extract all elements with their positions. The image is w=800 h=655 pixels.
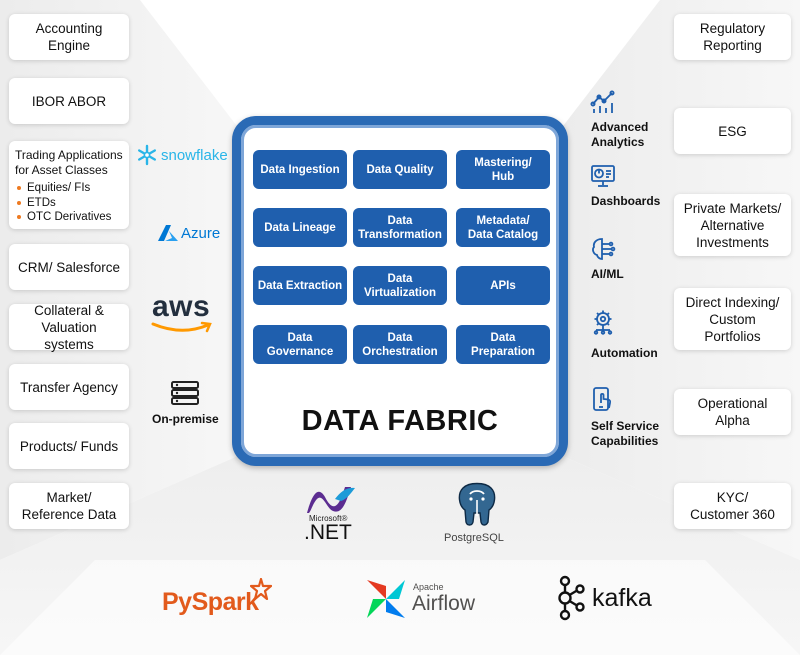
box-label: IBOR ABOR — [31, 93, 107, 109]
pyspark-logo: PySpark — [162, 578, 278, 618]
box-label: Operational Alpha — [697, 396, 768, 428]
kafka-text: kafka — [592, 584, 652, 612]
box-label: Products/ Funds — [19, 438, 119, 454]
azure-icon — [158, 225, 178, 241]
cap-data-virtualization: Data Virtualization — [353, 266, 447, 305]
box-market-reference-data: Market/ Reference Data — [9, 483, 129, 529]
airflow-top-text: Apache — [413, 582, 444, 592]
box-collateral-valuation: Collateral & Valuation systems — [9, 302, 129, 352]
elephant-icon — [458, 482, 496, 526]
box-label: Direct Indexing/ Custom Portfolios — [685, 294, 780, 344]
feature-advanced-analytics: Advanced Analytics — [591, 120, 649, 149]
onpremise-text: On-premise — [152, 412, 219, 426]
cap-metadata-catalog: Metadata/ Data Catalog — [456, 208, 550, 247]
cap-data-governance: Data Governance — [253, 325, 347, 364]
airflow-logo: Apache Airflow — [365, 576, 485, 622]
cap-data-preparation: Data Preparation — [456, 325, 550, 364]
cap-data-lineage: Data Lineage — [253, 208, 347, 247]
pyspark-text: PySpark — [162, 588, 259, 616]
aws-text: aws — [152, 290, 211, 323]
cap-data-orchestration: Data Orchestration — [353, 325, 447, 364]
feature-self-service: Self Service Capabilities — [591, 419, 660, 448]
cap-apis: APIs — [456, 266, 550, 305]
airflow-pinwheel-icon — [367, 580, 405, 618]
trading-item: OTC Derivatives — [15, 210, 111, 225]
onpremise-logo: On-premise — [148, 380, 222, 428]
box-label: Accounting Engine — [35, 21, 103, 53]
dotnet-logo: Microsoft® .NET — [300, 485, 362, 547]
feature-dashboards: Dashboards — [591, 194, 661, 208]
aws-smile-icon — [151, 321, 212, 333]
spark-star-icon — [250, 578, 272, 600]
brain-circuit-icon — [592, 238, 616, 260]
snowflake-logo: snowflake — [136, 143, 228, 167]
box-label: ESG — [718, 123, 747, 139]
cap-data-transformation: Data Transformation — [353, 208, 447, 247]
gear-automation-icon — [593, 310, 613, 335]
box-label: CRM/ Salesforce — [17, 259, 121, 275]
box-direct-indexing: Direct Indexing/ Custom Portfolios — [674, 288, 791, 350]
box-crm-salesforce: CRM/ Salesforce — [9, 244, 129, 290]
dotnet-wave-icon — [307, 487, 355, 513]
box-esg: ESG — [674, 108, 791, 154]
analytics-chart-icon — [590, 90, 615, 113]
azure-text: Azure — [181, 224, 221, 242]
box-trading-applications: Trading Applications for Asset Classes E… — [9, 141, 129, 229]
feature-ai-ml: AI/ML — [591, 267, 624, 281]
trading-item: Equities/ FIs — [15, 181, 111, 196]
airflow-text: Airflow — [412, 592, 476, 615]
snowflake-icon — [138, 144, 156, 166]
azure-logo: Azure — [158, 222, 220, 244]
dotnet-text: .NET — [304, 521, 352, 544]
box-operational-alpha: Operational Alpha — [674, 389, 791, 435]
box-kyc-customer-360: KYC/ Customer 360 — [674, 483, 791, 529]
box-label: Collateral & Valuation systems — [34, 302, 104, 352]
box-label: Market/ Reference Data — [21, 490, 117, 522]
box-ibor-abor: IBOR ABOR — [9, 78, 129, 124]
cap-data-ingestion: Data Ingestion — [253, 150, 347, 189]
mobile-touch-icon — [593, 387, 612, 411]
snowflake-text: snowflake — [161, 146, 228, 164]
box-label: Private Markets/ Alternative Investments — [683, 200, 782, 250]
box-products-funds: Products/ Funds — [9, 423, 129, 469]
box-private-markets: Private Markets/ Alternative Investments — [674, 194, 791, 256]
fabric-title: DATA FABRIC — [301, 405, 499, 437]
box-regulatory-reporting: Regulatory Reporting — [674, 14, 791, 60]
box-label: Transfer Agency — [20, 379, 118, 395]
postgresql-logo: PostgreSQL — [440, 482, 514, 548]
trading-list: Equities/ FIs ETDs OTC Derivatives — [15, 181, 111, 225]
box-label: Regulatory Reporting — [699, 21, 766, 53]
cap-mastering-hub: Mastering/ Hub — [456, 150, 550, 189]
feature-automation: Automation — [591, 346, 658, 360]
postgresql-text: PostgreSQL — [444, 532, 504, 544]
aws-logo: aws — [150, 290, 216, 338]
dashboard-monitor-icon — [591, 165, 615, 187]
kafka-nodes-icon — [558, 575, 585, 621]
kafka-logo: kafka — [556, 575, 666, 623]
box-transfer-agency: Transfer Agency — [9, 364, 129, 410]
trading-title: Trading Applications for Asset Classes — [15, 148, 123, 177]
box-label: KYC/ Customer 360 — [690, 490, 775, 522]
server-icon — [171, 381, 199, 405]
cap-data-extraction: Data Extraction — [253, 266, 347, 305]
dotnet-top-text: Microsoft® — [309, 514, 348, 523]
box-accounting-engine: Accounting Engine — [9, 14, 129, 60]
trading-item: ETDs — [15, 196, 111, 211]
data-fabric-panel: Data Ingestion Data Quality Mastering/ H… — [232, 116, 568, 466]
cap-data-quality: Data Quality — [353, 150, 447, 189]
